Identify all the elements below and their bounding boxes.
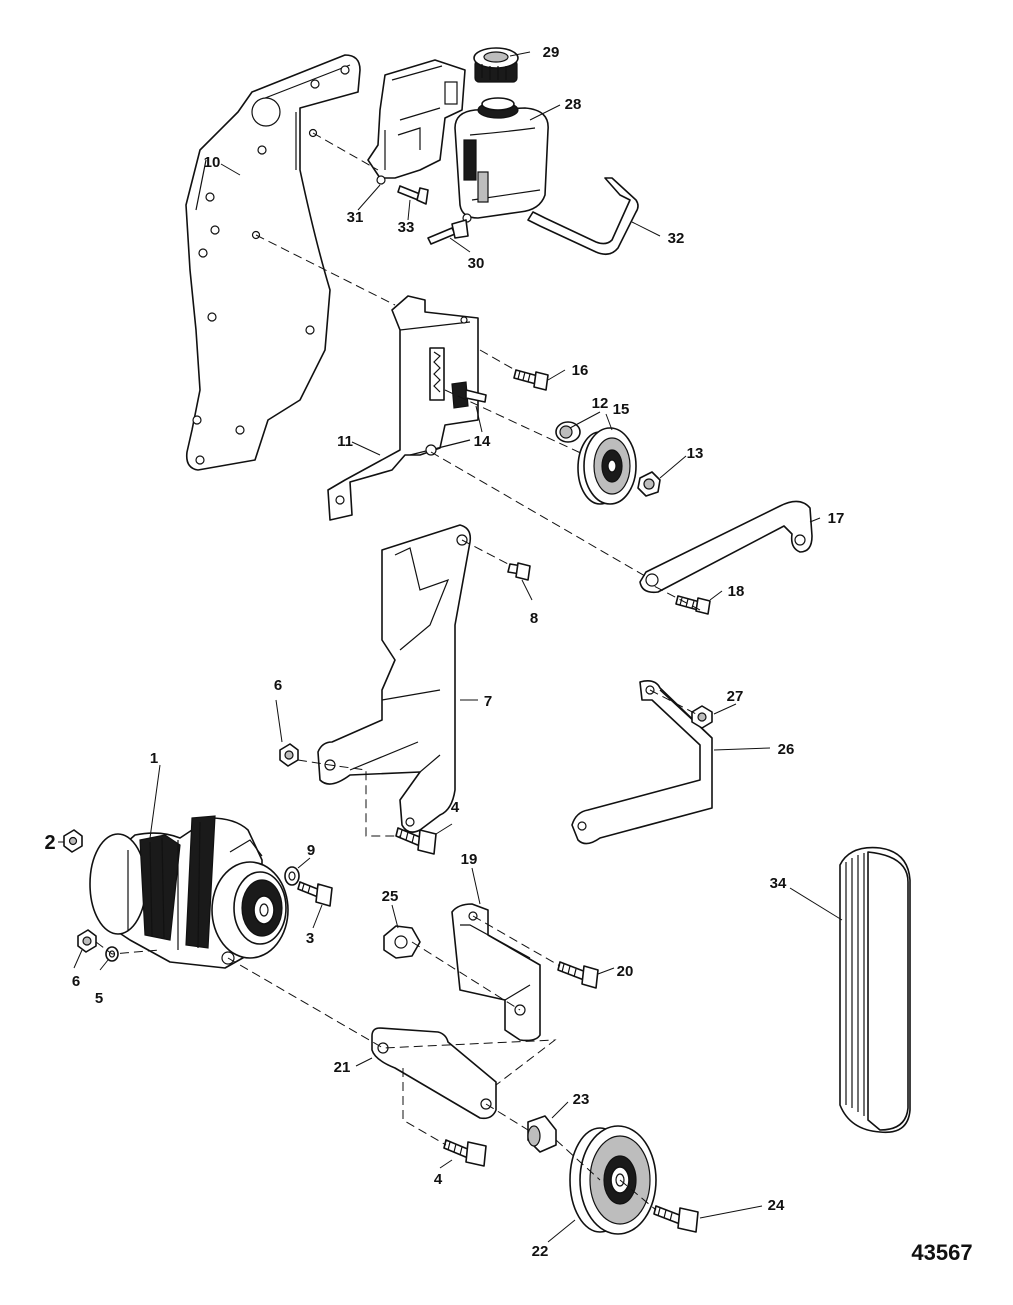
part-19-bracket xyxy=(451,903,541,1042)
callout-29: 29 xyxy=(543,44,560,61)
part-31-reservoir-bracket xyxy=(367,59,466,185)
part-4-bolt-lower xyxy=(443,1139,487,1167)
part-9-washer xyxy=(284,866,300,886)
callout-23: 23 xyxy=(573,1091,590,1108)
part-33-bolt xyxy=(397,185,429,205)
callout-34: 34 xyxy=(770,875,787,892)
part-32-reservoir-strap xyxy=(527,177,639,256)
callout-17: 17 xyxy=(828,510,845,527)
part-20-bolt xyxy=(557,961,599,989)
callout-30: 30 xyxy=(468,255,485,272)
part-1-alternator xyxy=(89,815,289,969)
callout-9: 9 xyxy=(307,842,315,859)
callout-11: 11 xyxy=(337,433,353,450)
callout-18: 18 xyxy=(728,583,745,600)
part-12-spacer xyxy=(555,421,581,443)
part-6-nut-lower xyxy=(77,929,97,953)
part-15-idler-pulley xyxy=(577,427,637,505)
part-6-nut-upper xyxy=(279,743,299,767)
part-34-drive-belt xyxy=(839,846,911,1134)
part-16-bolt xyxy=(513,369,549,391)
callout-25: 25 xyxy=(382,888,399,905)
callout-15: 15 xyxy=(613,401,630,418)
callout-2: 2 xyxy=(44,832,55,854)
callout-7: 7 xyxy=(484,693,492,710)
callout-labels: 1 2 3 4 4 5 6 6 7 8 9 10 11 12 13 14 15 … xyxy=(44,44,844,1260)
callout-1: 1 xyxy=(150,750,158,767)
callout-24: 24 xyxy=(768,1197,785,1214)
callout-14: 14 xyxy=(474,433,491,450)
callout-5: 5 xyxy=(95,990,103,1007)
part-10-mounting-plate xyxy=(185,54,361,471)
part-26-support-bracket xyxy=(571,680,713,845)
part-2-nut xyxy=(63,829,83,853)
callout-10: 10 xyxy=(204,154,221,171)
callout-4-lower: 4 xyxy=(434,1171,443,1188)
part-22-pulley xyxy=(569,1125,657,1235)
part-7-alternator-bracket xyxy=(317,524,472,833)
callout-31: 31 xyxy=(347,209,364,226)
callout-13: 13 xyxy=(687,445,704,462)
callout-6-lower: 6 xyxy=(72,973,80,990)
callout-leader-lines xyxy=(58,51,843,1243)
callout-12: 12 xyxy=(592,395,609,412)
assembly-dashed-lines xyxy=(95,132,701,1211)
callout-27: 27 xyxy=(727,688,744,705)
part-28-coolant-reservoir xyxy=(454,97,549,223)
part-30-hose-fitting xyxy=(427,219,469,245)
part-23-spacer xyxy=(527,1115,557,1153)
part-11-idler-bracket xyxy=(327,295,479,521)
callout-26: 26 xyxy=(778,741,795,758)
callout-16: 16 xyxy=(572,362,589,379)
part-14-adjuster-gear xyxy=(451,381,487,409)
callout-8: 8 xyxy=(530,610,538,627)
callout-19: 19 xyxy=(461,851,478,868)
figure-number: 43567 xyxy=(911,1240,972,1265)
part-25-nut xyxy=(383,925,421,959)
part-29-reservoir-cap xyxy=(473,47,519,83)
callout-32: 32 xyxy=(668,230,685,247)
part-24-bolt xyxy=(653,1205,699,1233)
callout-28: 28 xyxy=(565,96,582,113)
callout-22: 22 xyxy=(532,1243,549,1260)
part-13-nut xyxy=(637,471,661,497)
callout-20: 20 xyxy=(617,963,634,980)
part-21-adjusting-plate xyxy=(371,1027,497,1120)
callout-21: 21 xyxy=(334,1059,351,1076)
part-3-bolt xyxy=(297,881,333,907)
part-17-brace xyxy=(639,500,813,594)
part-8-bolt xyxy=(507,562,531,581)
callout-6-upper: 6 xyxy=(274,677,282,694)
part-18-bolt xyxy=(675,595,711,615)
part-27-nut xyxy=(691,705,713,729)
part-4-bolt-upper xyxy=(395,827,437,855)
callout-3: 3 xyxy=(306,930,314,947)
callout-33: 33 xyxy=(398,219,415,236)
callout-4-upper: 4 xyxy=(451,799,460,816)
